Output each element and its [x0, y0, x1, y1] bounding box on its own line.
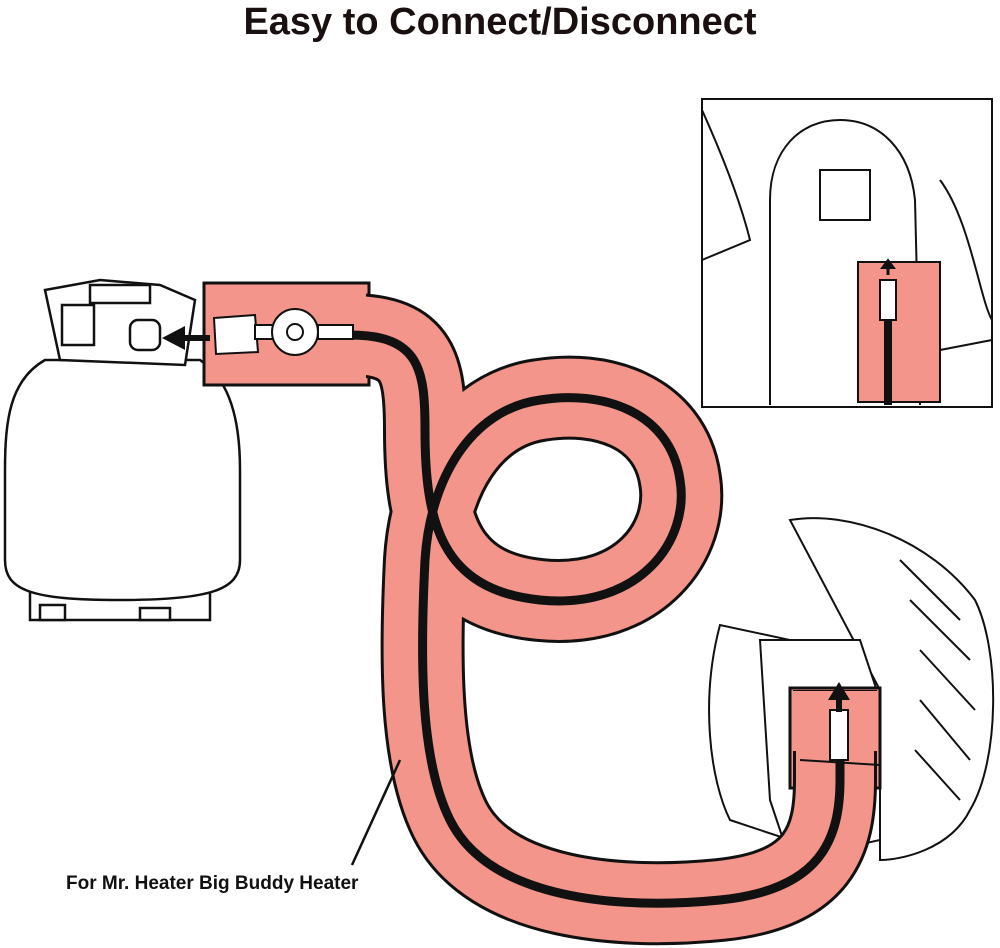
- hose: [349, 330, 845, 908]
- caption: For Mr. Heater Big Buddy Heater: [66, 873, 359, 894]
- page-title: Easy to Connect/Disconnect: [243, 1, 757, 43]
- regulator: [212, 308, 354, 356]
- heater-fitting: [799, 709, 881, 766]
- arrow-up-icon: [828, 682, 850, 712]
- arrow-left-icon: [162, 326, 210, 350]
- callout-line: [350, 759, 402, 866]
- heater: [708, 517, 995, 862]
- propane-tank: [3, 278, 242, 622]
- inset-connection-detail: [701, 98, 993, 408]
